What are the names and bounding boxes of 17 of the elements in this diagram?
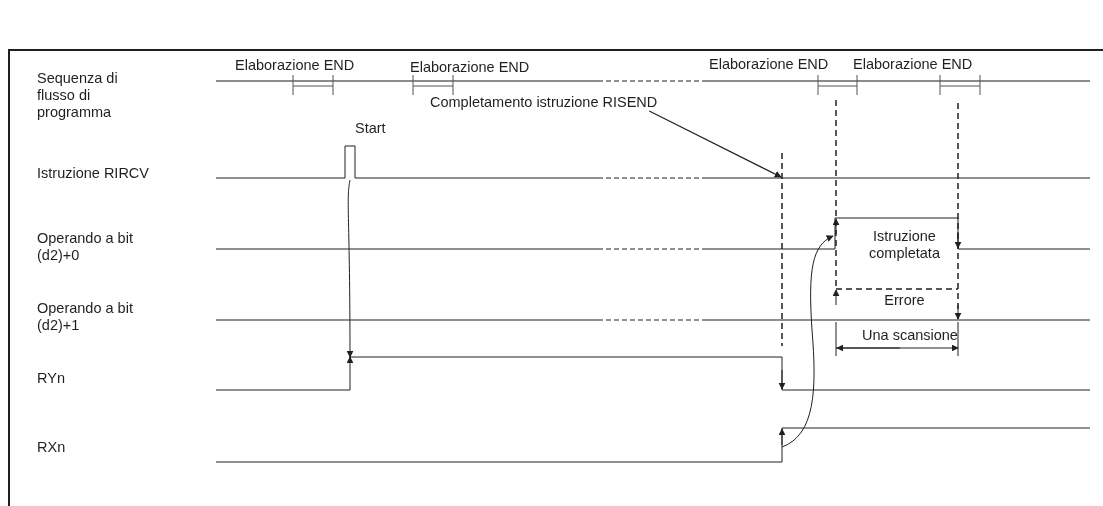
signal-name: Operando a bit (d2)+0 [37, 230, 134, 264]
signal-name: Operando a bit (d2)+1 [37, 300, 134, 334]
state-label: Errore [883, 292, 926, 309]
phase-label: Elaborazione END [853, 56, 973, 73]
callout-text: Completamento istruzione RISEND [430, 94, 658, 111]
event-label: Start [355, 120, 386, 137]
phase-label: Elaborazione END [235, 57, 355, 74]
signal-name: Istruzione RIRCV [37, 165, 149, 182]
signal-name: Sequenza di flusso di programma [37, 70, 119, 121]
dimension-label: Una scansione [862, 327, 958, 344]
timing-guide-line [781, 152, 783, 347]
state-label: Istruzione completata [868, 228, 941, 262]
signal-name: RYn [37, 370, 65, 387]
phase-label: Elaborazione END [410, 59, 530, 76]
signal-name: RXn [37, 439, 66, 456]
phase-label: Elaborazione END [709, 56, 829, 73]
leader-line [648, 110, 782, 178]
